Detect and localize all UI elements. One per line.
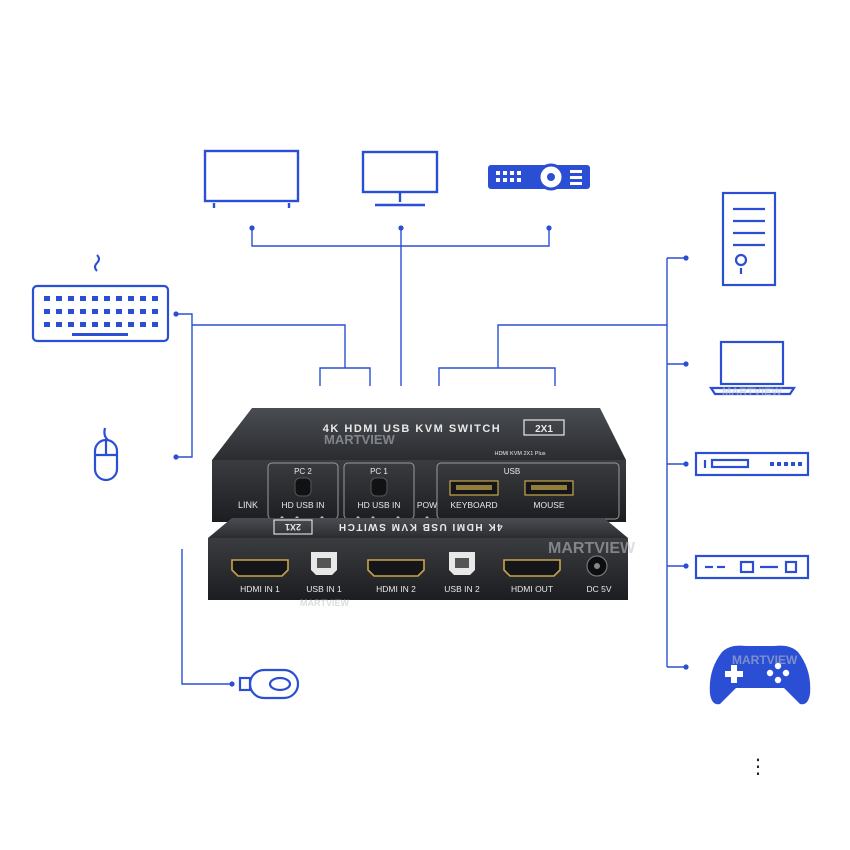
kvm-switch-front-unit: 4K HDMI USB KVM SWITCH 2X1 HDMI KVM 2X1 … [212,408,626,522]
switch-top-title: 4K HDMI USB KVM SWITCH [323,423,501,435]
pc1-select-button[interactable] [370,477,388,497]
right-bracket-line [438,367,556,386]
monitor-icon [361,150,439,207]
switch-model-text: HDMI KVM 2X1 Plus [494,451,545,457]
hdmi-out-label: HDMI OUT [511,584,553,594]
pc1-label: PC 1 [370,467,388,476]
switch-top-badge: 2X1 [535,424,553,435]
hdmi-in-2-label: HDMI IN 2 [376,584,416,594]
laptop-icon [708,340,797,396]
keyboard-port-label: KEYBOARD [450,500,497,510]
pow-label: POW [417,500,437,510]
set-top-box-icon [694,554,810,580]
watermark-3: MARTVIEW [300,598,350,608]
keyboard-icon [31,254,170,343]
hdmi-in-2-port [367,559,425,577]
usb-in-2-label: USB IN 2 [444,584,480,594]
rear-unit-lid [208,518,628,538]
watermark-1: MARTVIEW [324,432,396,447]
mouse-line [176,325,193,458]
watermark-2: MARTVIEW [548,540,636,557]
usb-key-line [181,549,232,685]
watermark-5: MARTVIEW [732,653,798,667]
watermarks: MARTVIEW MARTVIEW MARTVIEW MARTVIEW MART… [300,386,798,667]
top-unit-lid [212,408,626,460]
left-bracket-line [319,367,371,386]
desktop-tower-icon [721,191,777,287]
dvd-player-icon [694,451,810,477]
gamepad-icon [709,645,811,705]
connection-lines [176,228,684,685]
pc2-hd-usb-in-label: HD USB IN [282,500,325,510]
usb-label: USB [504,467,520,476]
dc-label: DC 5V [586,584,611,594]
usb-in-1-label: USB IN 1 [306,584,342,594]
mouse-port-label: MOUSE [533,500,565,510]
mouse-icon [93,427,119,482]
keyboard-line [176,313,346,368]
projector-icon [488,163,590,191]
pc2-select-button[interactable] [294,477,312,497]
computer-bus-line [497,324,667,368]
pc2-label: PC 2 [294,467,312,476]
connection-dots [173,225,689,687]
rear-lid-badge: 2X1 [285,522,301,532]
pc1-hd-usb-in-label: HD USB IN [358,500,401,510]
hdmi-out-port [503,559,561,577]
hdmi-in-1-label: HDMI IN 1 [240,584,280,594]
usb-key-icon [238,668,300,700]
watermark-4: MARTVIEW [722,386,783,398]
more-vertical-icon[interactable]: ⋮ [748,754,768,778]
tv-icon [203,149,300,208]
rear-lid-title: 4K HDMI USB KVM SWITCH [337,521,502,532]
kvm-switch-rear-unit: 4K HDMI USB KVM SWITCH 2X1 HDMI IN 1 USB… [208,518,628,600]
link-label: LINK [238,500,258,510]
hdmi-in-1-port [231,559,289,577]
